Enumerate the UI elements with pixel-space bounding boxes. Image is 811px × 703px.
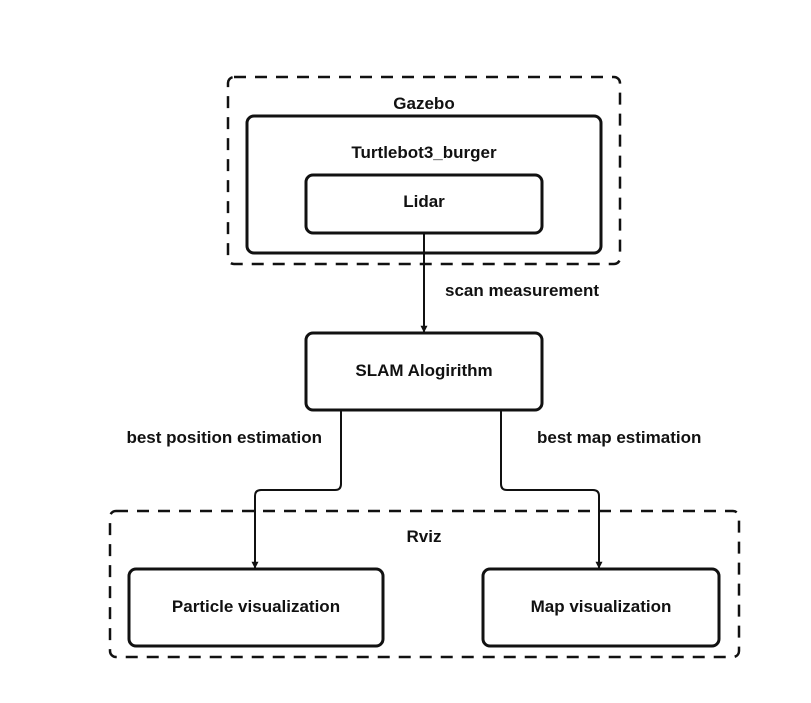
slam-box [304, 331, 544, 412]
best-position-label: best position estimation [126, 428, 322, 447]
gazebo-group-label: Gazebo [393, 94, 454, 113]
turtlebot-label: Turtlebot3_burger [351, 143, 497, 162]
map-visualization-box [481, 567, 721, 648]
rviz-group-label: Rviz [407, 527, 442, 546]
lidar-label: Lidar [403, 192, 445, 211]
best-position-arrow [251, 411, 342, 569]
best-map-arrow [500, 411, 603, 569]
particle-visualization-label: Particle visualization [172, 597, 340, 616]
particle-visualization-box [127, 567, 385, 648]
scan-label: scan measurement [445, 281, 599, 300]
rviz-group-border [108, 509, 741, 659]
map-visualization-label: Map visualization [531, 597, 672, 616]
slam-label: SLAM Alogirithm [355, 361, 492, 380]
lidar-box [304, 173, 544, 235]
best-map-label: best map estimation [537, 428, 701, 447]
